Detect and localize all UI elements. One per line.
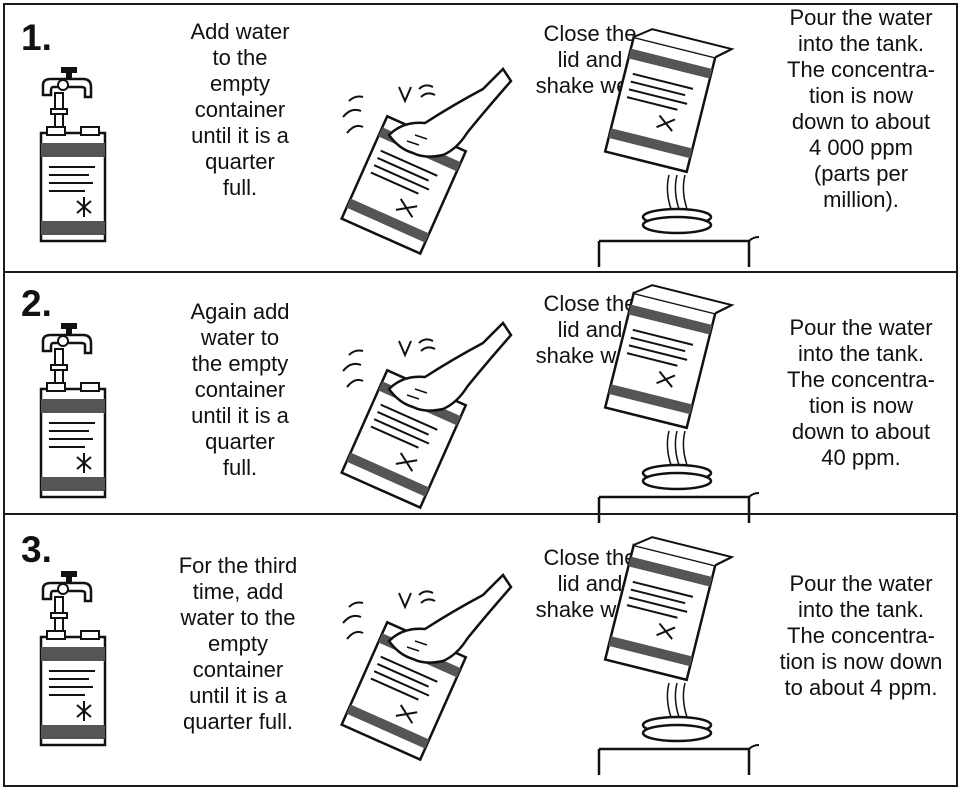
faucet-container-icon [33,63,113,247]
step-2: 2. Again add water to the empty containe… [5,271,956,513]
step-3: 3. For the third time, add water to the … [5,513,956,785]
faucet-container-icon [33,319,113,503]
step-1: 1. Add water to the empty container unti… [5,5,956,271]
pour-into-tank-icon [599,31,769,271]
pour-into-tank-icon [599,539,769,779]
pour-text: Pour the water into the tank. The concen… [761,315,961,471]
add-water-text: Add water to the empty container until i… [155,19,325,201]
pour-into-tank-icon [599,287,769,527]
pour-text: Pour the water into the tank. The concen… [761,571,961,701]
shake-container-icon [333,565,513,765]
step-number: 1. [21,19,52,56]
pour-text: Pour the water into the tank. The concen… [761,5,961,213]
add-water-text: Again add water to the empty container u… [155,299,325,481]
shake-container-icon [333,59,513,259]
instruction-panel: 1. Add water to the empty container unti… [3,3,958,787]
step-number: 3. [21,531,52,568]
shake-container-icon [333,313,513,513]
step-number: 2. [21,285,52,322]
add-water-text: For the third time, add water to the emp… [153,553,323,735]
faucet-container-icon [33,567,113,751]
